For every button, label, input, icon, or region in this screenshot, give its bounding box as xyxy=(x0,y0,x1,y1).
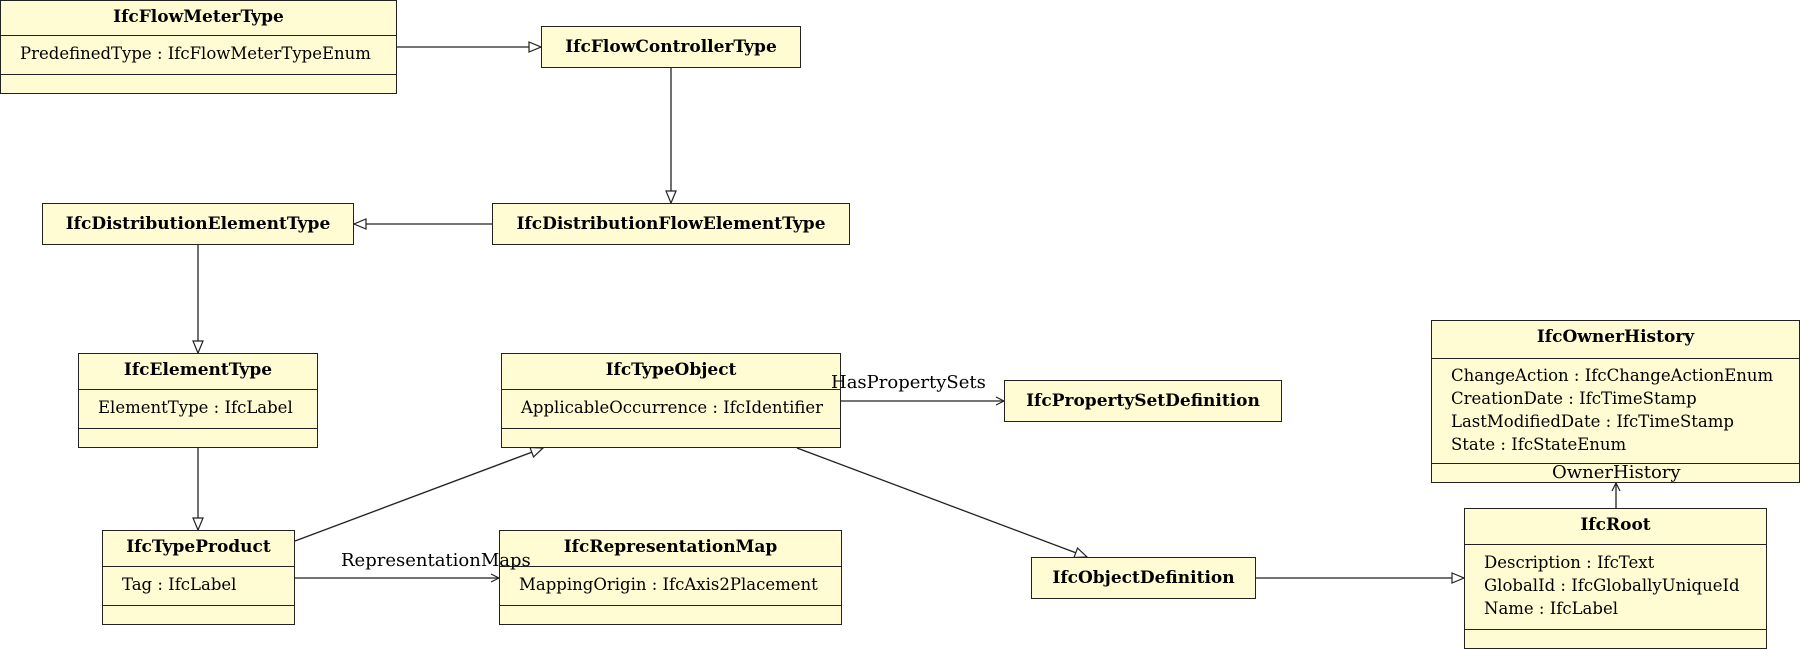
association-label-has-property-sets: HasPropertySets xyxy=(831,372,986,393)
class-ifc-type-product[interactable]: IfcTypeProduct Tag : IfcLabel xyxy=(102,530,295,625)
generalization-typeproduct-to-typeobject xyxy=(294,448,543,542)
class-ifc-flow-controller-type[interactable]: IfcFlowControllerType xyxy=(541,26,801,68)
class-name: IfcFlowMeterType xyxy=(113,7,284,27)
class-attributes: ApplicableOccurrence : IfcIdentifier xyxy=(502,389,840,425)
class-attributes: MappingOrigin : IfcAxis2Placement xyxy=(500,566,841,602)
attribute: CreationDate : IfcTimeStamp xyxy=(1451,389,1697,408)
class-name: IfcRepresentationMap xyxy=(563,537,778,557)
generalization-typeobject-to-objectdefinition xyxy=(796,447,1087,557)
class-attributes: PredefinedType : IfcFlowMeterTypeEnum xyxy=(1,35,396,71)
class-name: IfcElementType xyxy=(123,360,273,380)
class-ifc-flow-meter-type[interactable]: IfcFlowMeterType PredefinedType : IfcFlo… xyxy=(0,0,397,94)
class-name: IfcRoot xyxy=(1580,515,1651,535)
attribute: MappingOrigin : IfcAxis2Placement xyxy=(519,575,818,594)
class-ifc-distribution-element-type[interactable]: IfcDistributionElementType xyxy=(42,203,354,245)
class-name: IfcTypeObject xyxy=(605,360,737,380)
attribute: LastModifiedDate : IfcTimeStamp xyxy=(1451,412,1734,431)
class-ifc-property-set-definition[interactable]: IfcPropertySetDefinition xyxy=(1004,380,1282,422)
attribute: ChangeAction : IfcChangeActionEnum xyxy=(1451,366,1774,385)
class-ifc-element-type[interactable]: IfcElementType ElementType : IfcLabel xyxy=(78,353,318,448)
class-operations xyxy=(1432,463,1799,482)
attribute: Tag : IfcLabel xyxy=(122,575,237,594)
class-operations xyxy=(103,605,294,624)
attribute: PredefinedType : IfcFlowMeterTypeEnum xyxy=(20,44,371,63)
class-operations xyxy=(79,428,317,447)
class-name: IfcPropertySetDefinition xyxy=(1026,391,1260,411)
class-name: IfcFlowControllerType xyxy=(565,37,777,57)
class-attributes: Description : IfcText GlobalId : IfcGlob… xyxy=(1465,544,1766,626)
class-operations xyxy=(1,74,396,93)
class-name: IfcDistributionFlowElementType xyxy=(516,214,826,234)
attribute: GlobalId : IfcGloballyUniqueId xyxy=(1484,576,1740,595)
class-ifc-distribution-flow-element-type[interactable]: IfcDistributionFlowElementType xyxy=(492,203,850,245)
attribute: State : IfcStateEnum xyxy=(1451,435,1627,454)
class-name: IfcOwnerHistory xyxy=(1536,327,1695,347)
class-attributes: Tag : IfcLabel xyxy=(103,566,294,602)
class-name: IfcTypeProduct xyxy=(126,537,271,557)
attribute: Description : IfcText xyxy=(1484,553,1655,572)
class-operations xyxy=(500,605,841,624)
association-label-owner-history: OwnerHistory xyxy=(1552,462,1681,483)
class-ifc-type-object[interactable]: IfcTypeObject ApplicableOccurrence : Ifc… xyxy=(501,353,841,448)
class-ifc-owner-history[interactable]: IfcOwnerHistory ChangeAction : IfcChange… xyxy=(1431,320,1800,483)
attribute: ApplicableOccurrence : IfcIdentifier xyxy=(521,398,824,417)
attribute: Name : IfcLabel xyxy=(1484,599,1618,618)
class-ifc-representation-map[interactable]: IfcRepresentationMap MappingOrigin : Ifc… xyxy=(499,530,842,625)
class-attributes: ElementType : IfcLabel xyxy=(79,389,317,425)
class-ifc-object-definition[interactable]: IfcObjectDefinition xyxy=(1031,557,1256,599)
attribute: ElementType : IfcLabel xyxy=(98,398,293,417)
class-attributes: ChangeAction : IfcChangeActionEnum Creat… xyxy=(1432,358,1799,462)
class-name: IfcDistributionElementType xyxy=(65,214,331,234)
class-ifc-root[interactable]: IfcRoot Description : IfcText GlobalId :… xyxy=(1464,508,1767,649)
class-name: IfcObjectDefinition xyxy=(1052,568,1235,588)
association-label-representation-maps: RepresentationMaps xyxy=(341,550,531,571)
class-operations xyxy=(1465,629,1766,648)
class-operations xyxy=(502,428,840,447)
